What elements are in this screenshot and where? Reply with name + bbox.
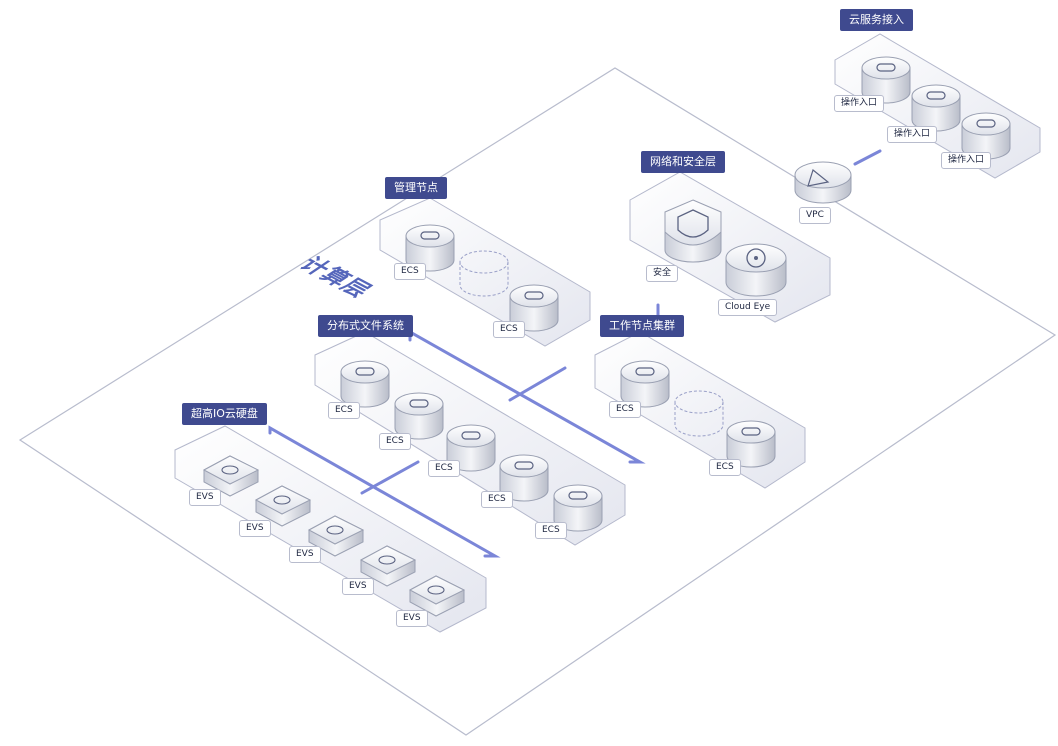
vpc-label: VPC [799,207,831,224]
dfs-ecs-1-icon [340,360,390,408]
evs-label: EVS [189,489,221,506]
dfs-ecs-2-icon [394,392,444,440]
worker-placeholder-icon [674,390,724,437]
compute-layer-plane [18,67,1057,736]
worker-title: 工作节点集群 [600,315,684,337]
evs-disk-1-icon [202,455,260,497]
dfs-ecs-label: ECS [328,402,360,419]
worker-ecs-label: ECS [709,459,741,476]
management-ecs-label: ECS [493,321,525,338]
management-title: 管理节点 [385,177,447,199]
worker-ecs-label: ECS [609,401,641,418]
cloudeye-label: Cloud Eye [718,299,778,316]
management-placeholder-icon [459,250,509,297]
evs-disk-5-icon [408,575,466,617]
dfs-ecs-label: ECS [535,522,567,539]
cloud-access-title: 云服务接入 [840,9,913,31]
access-cylinder-3 [961,112,1011,160]
access-cylinder-1 [861,56,911,104]
dfs-ecs-label: ECS [481,491,513,508]
access-node-label: 操作入口 [834,95,885,112]
evs-label: EVS [396,610,428,627]
evs-label: EVS [239,520,271,537]
connector-evs-dfs-branch [360,460,420,495]
security-label: 安全 [646,265,679,282]
management-ecs-1-icon [405,224,455,272]
dfs-ecs-label: ECS [379,433,411,450]
evs-label: EVS [342,578,374,595]
evs-title: 超高IO云硬盘 [182,403,267,425]
access-node-label: 操作入口 [887,126,938,143]
evs-disk-2-icon [254,485,312,527]
vpc-router-icon [794,161,852,204]
dfs-ecs-label: ECS [428,460,460,477]
worker-ecs-1-icon [620,360,670,408]
connector-dfs-worker-branch [508,366,567,402]
security-shield-icon [664,199,722,263]
access-cylinder-2 [911,84,961,132]
access-node-label: 操作入口 [941,152,992,169]
network-security-title: 网络和安全层 [641,151,725,173]
dfs-title: 分布式文件系统 [318,315,413,337]
cloudeye-icon [725,243,787,297]
evs-label: EVS [289,546,321,563]
evs-disk-3-icon [307,515,365,557]
connector-evs-dfs [268,425,501,558]
evs-disk-4-icon [359,545,417,587]
management-ecs-label: ECS [394,263,426,280]
worker-ecs-2-icon [726,420,776,468]
connector-vpc-access [853,149,882,166]
